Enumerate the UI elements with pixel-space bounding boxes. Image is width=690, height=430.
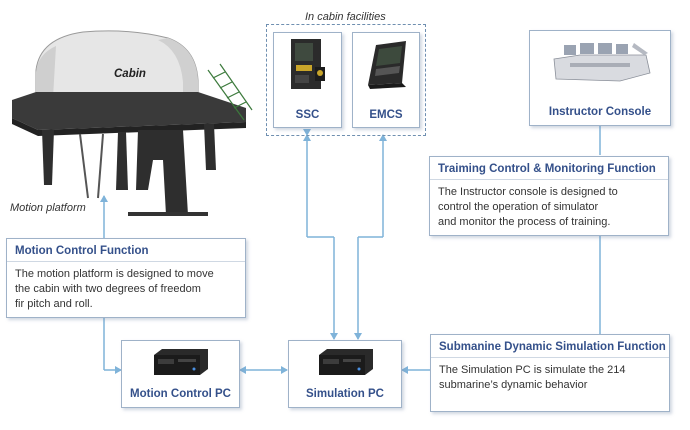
submarine-function-title: Submanine Dynamic Simulation Function <box>439 341 666 353</box>
submarine-line: The Simulation PC is simulate the 214 <box>439 364 626 376</box>
submarine-function-box: Submanine Dynamic Simulation Function Th… <box>430 334 670 412</box>
motion-line: the cabin with two degrees of freedom <box>15 283 201 295</box>
motion-pc-panel: Motion Control PC <box>121 340 240 408</box>
instructor-console-panel: Instructor Console <box>529 30 671 126</box>
emcs-label: EMCS <box>369 109 403 121</box>
cabin-label: Cabin <box>114 68 146 80</box>
training-line: control the operation of simulator <box>438 201 599 213</box>
motion-pc-icon <box>154 349 208 375</box>
motion-function-title: Motion Control Function <box>15 245 149 257</box>
submarine-line: submarine’s dynamic behavior <box>439 379 588 391</box>
ssc-panel: SSC <box>273 32 342 128</box>
instructor-console-label: Instructor Console <box>548 106 652 118</box>
simulation-pc-icon <box>319 349 373 375</box>
emcs-panel: EMCS <box>352 32 420 128</box>
ssc-console-icon <box>291 39 325 89</box>
emcs-console-icon <box>368 41 406 89</box>
training-function-title: Traiming Control & Monitoring Function <box>438 163 656 175</box>
motion-platform-illustration <box>12 30 253 216</box>
simulation-pc-panel: Simulation PC <box>288 340 402 408</box>
training-function-text: The Instructor console is designed to co… <box>438 185 660 230</box>
submarine-function-divider <box>431 357 669 358</box>
training-function-divider <box>430 179 668 180</box>
motion-line: The motion platform is designed to move <box>15 268 214 280</box>
training-line: and monitor the process of training. <box>438 216 611 228</box>
motion-pc-label: Motion Control PC <box>130 388 231 400</box>
motion-function-divider <box>7 261 245 262</box>
submarine-function-text: The Simulation PC is simulate the 214 su… <box>439 363 661 393</box>
training-line: The Instructor console is designed to <box>438 186 618 198</box>
simulation-pc-label: Simulation PC <box>306 388 384 400</box>
instructor-console-icon <box>553 43 651 82</box>
motion-line: fir pitch and roll. <box>15 298 93 310</box>
training-function-box: Traiming Control & Monitoring Function T… <box>429 156 669 236</box>
motion-function-box: Motion Control Function The motion platf… <box>6 238 246 318</box>
motion-function-text: The motion platform is designed to move … <box>15 267 237 312</box>
motion-platform-label: Motion platform <box>10 202 86 214</box>
in-cabin-facilities-group <box>266 24 426 136</box>
in-cabin-facilities-label: In cabin facilities <box>305 11 386 23</box>
ssc-label: SSC <box>295 109 320 121</box>
